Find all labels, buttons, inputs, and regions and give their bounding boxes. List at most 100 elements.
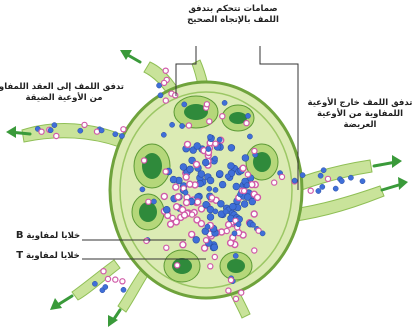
t-cell-label: خلايا لمفاوية T xyxy=(14,250,82,262)
b-cell xyxy=(228,163,235,170)
t-cell xyxy=(240,165,246,171)
t-cell xyxy=(183,174,189,180)
t-cell xyxy=(207,119,212,124)
b-cell xyxy=(348,175,353,180)
t-cell xyxy=(163,169,168,174)
b-cell xyxy=(157,83,162,88)
b-cell xyxy=(233,183,240,190)
valves-label-line1: صمامات تتحكم بتدفق xyxy=(178,4,288,15)
afferent-label-line2: من الأوعية الضيقة xyxy=(4,93,124,104)
t-cell xyxy=(208,264,213,269)
b-cell xyxy=(360,179,365,184)
b-cell xyxy=(187,166,194,173)
t-cell xyxy=(204,102,209,107)
t-cell xyxy=(170,215,175,220)
b-cell xyxy=(170,122,175,127)
t-cell xyxy=(168,221,174,227)
t-cell xyxy=(105,276,110,281)
b-cell xyxy=(213,187,218,192)
b-cell xyxy=(241,201,248,208)
arrow-head xyxy=(398,177,408,190)
t-cell xyxy=(212,254,217,259)
t-cell xyxy=(184,200,190,206)
t-cell xyxy=(252,248,257,253)
afferent-label-line1: تدفق اللمف إلى العقد اللمفاوية xyxy=(4,82,124,93)
b-cell xyxy=(151,199,156,204)
efferent-label-line3: العريضة xyxy=(306,120,414,131)
b-cell xyxy=(213,209,218,214)
b-cell xyxy=(207,214,214,221)
b-cell xyxy=(212,156,217,161)
t-cell xyxy=(213,141,218,146)
b-cell xyxy=(320,184,325,189)
b-cell xyxy=(222,100,227,105)
b-cell xyxy=(206,146,211,151)
t-cell xyxy=(249,182,255,188)
b-cell xyxy=(198,171,205,178)
t-cell xyxy=(209,195,214,200)
b-cell xyxy=(52,123,57,128)
germinal-center xyxy=(142,153,162,179)
b-cell xyxy=(217,137,222,142)
b-cell xyxy=(318,173,323,178)
b-cell xyxy=(223,209,228,214)
b-cell xyxy=(180,123,185,128)
b-cell-label: خلايا لمفاوية B xyxy=(14,230,82,242)
t-cell xyxy=(226,222,232,228)
b-cell xyxy=(321,168,326,173)
b-cell xyxy=(333,186,338,191)
t-cell xyxy=(233,296,238,301)
b-cell xyxy=(99,128,104,133)
valves-label: صمامات تتحكم بتدفق اللمف بالإتجاه الصحيح xyxy=(178,4,288,26)
t-cell xyxy=(120,279,125,284)
t-cell xyxy=(251,211,257,217)
t-cell xyxy=(182,212,188,218)
b-cell xyxy=(103,284,108,289)
b-cell xyxy=(228,144,235,151)
t-cell xyxy=(244,121,249,126)
t-cell xyxy=(82,122,87,127)
b-cell xyxy=(242,155,249,162)
b-cell-letter: B xyxy=(16,230,24,241)
b-cell xyxy=(183,190,188,195)
b-cell xyxy=(225,174,230,179)
t-cell xyxy=(308,188,313,193)
b-cell xyxy=(219,181,226,188)
valves-label-line2: اللمف بالإتجاه الصحيح xyxy=(178,15,288,26)
t-cell xyxy=(180,242,186,248)
b-cell xyxy=(244,183,249,188)
efferent-label-line1: تدفق اللمف خارج الأوعية xyxy=(306,98,414,109)
b-cell xyxy=(216,170,223,177)
germinal-center xyxy=(139,202,157,222)
t-cell xyxy=(54,133,59,138)
b-cell xyxy=(163,206,170,213)
b-cell xyxy=(182,102,187,107)
efferent-label-line2: اللمفاوية من الأوعية xyxy=(306,109,414,120)
b-cell xyxy=(247,134,252,139)
t-cell xyxy=(163,68,168,73)
t-cell xyxy=(242,188,247,193)
t-cell xyxy=(272,180,277,185)
b-cell xyxy=(245,113,250,118)
b-cell xyxy=(170,176,177,183)
b-cell xyxy=(207,177,214,184)
arrow-head xyxy=(6,126,16,138)
t-cell xyxy=(144,238,149,243)
t-cell xyxy=(39,129,44,134)
b-cell xyxy=(250,222,255,227)
efferent-label: تدفق اللمف خارج الأوعية اللمفاوية من الأ… xyxy=(306,98,414,131)
arrow-head xyxy=(392,155,402,168)
b-cell xyxy=(316,188,321,193)
t-cell xyxy=(174,204,180,210)
b-cell xyxy=(121,287,126,292)
b-cell xyxy=(193,236,200,243)
b-cell xyxy=(158,93,163,98)
t-cell xyxy=(164,245,169,250)
t-cell xyxy=(186,123,191,128)
t-cell xyxy=(224,228,229,233)
b-cell xyxy=(339,179,344,184)
t-cell xyxy=(195,199,201,205)
b-cell xyxy=(194,143,201,150)
b-cell xyxy=(207,134,212,139)
afferent-label: تدفق اللمف إلى العقد اللمفاوية من الأوعي… xyxy=(4,82,124,104)
